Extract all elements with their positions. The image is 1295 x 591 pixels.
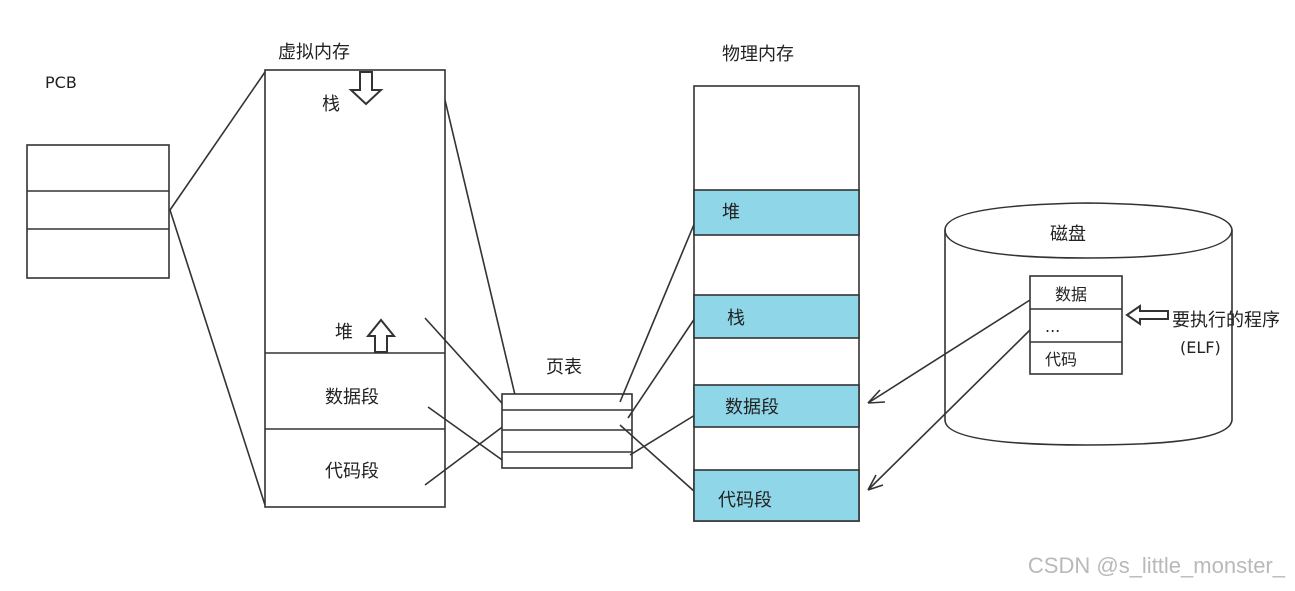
- physical-stack-label: 栈: [727, 308, 745, 329]
- watermark: CSDN @s_little_monster_: [1027, 553, 1285, 578]
- page-table-to-physical-lines: [619, 221, 696, 493]
- elf-label: (ELF): [1180, 338, 1221, 357]
- virtual-memory-title: 虚拟内存: [278, 42, 350, 63]
- virtual-stack-label: 栈: [322, 94, 340, 115]
- physical-code-segment-label: 代码段: [718, 490, 772, 511]
- pcb-block: [26, 144, 170, 279]
- page-table-block: [501, 393, 633, 469]
- physical-heap-label: 堆: [722, 202, 740, 223]
- virtual-code-segment-label: 代码段: [325, 461, 379, 482]
- disk-code-label: 代码: [1045, 350, 1077, 369]
- disk-title: 磁盘: [1050, 224, 1086, 245]
- disk-ellipsis-label: ...: [1045, 317, 1060, 336]
- virtual-data-segment-label: 数据段: [325, 387, 379, 408]
- program-pointer-arrow-icon: [1125, 304, 1169, 326]
- disk-data-label: 数据: [1055, 285, 1087, 304]
- disk-to-physical-arrows: [867, 299, 1031, 491]
- physical-data-segment-label: 数据段: [725, 397, 779, 418]
- disk-cylinder: [944, 202, 1233, 446]
- physical-memory-block: [693, 85, 860, 522]
- pcb-to-virtual-memory-lines: [169, 71, 266, 506]
- stack-grow-arrow-icon: [348, 71, 384, 106]
- virtual-heap-label: 堆: [335, 322, 353, 343]
- heap-grow-arrow-icon: [365, 318, 397, 353]
- page-table-title: 页表: [546, 357, 582, 378]
- virtual-to-page-table-lines: [424, 99, 516, 486]
- physical-memory-title: 物理内存: [722, 44, 794, 65]
- virtual-memory-block: [264, 69, 446, 508]
- pcb-label: PCB: [45, 73, 77, 92]
- program-to-run-label: 要执行的程序: [1172, 310, 1280, 331]
